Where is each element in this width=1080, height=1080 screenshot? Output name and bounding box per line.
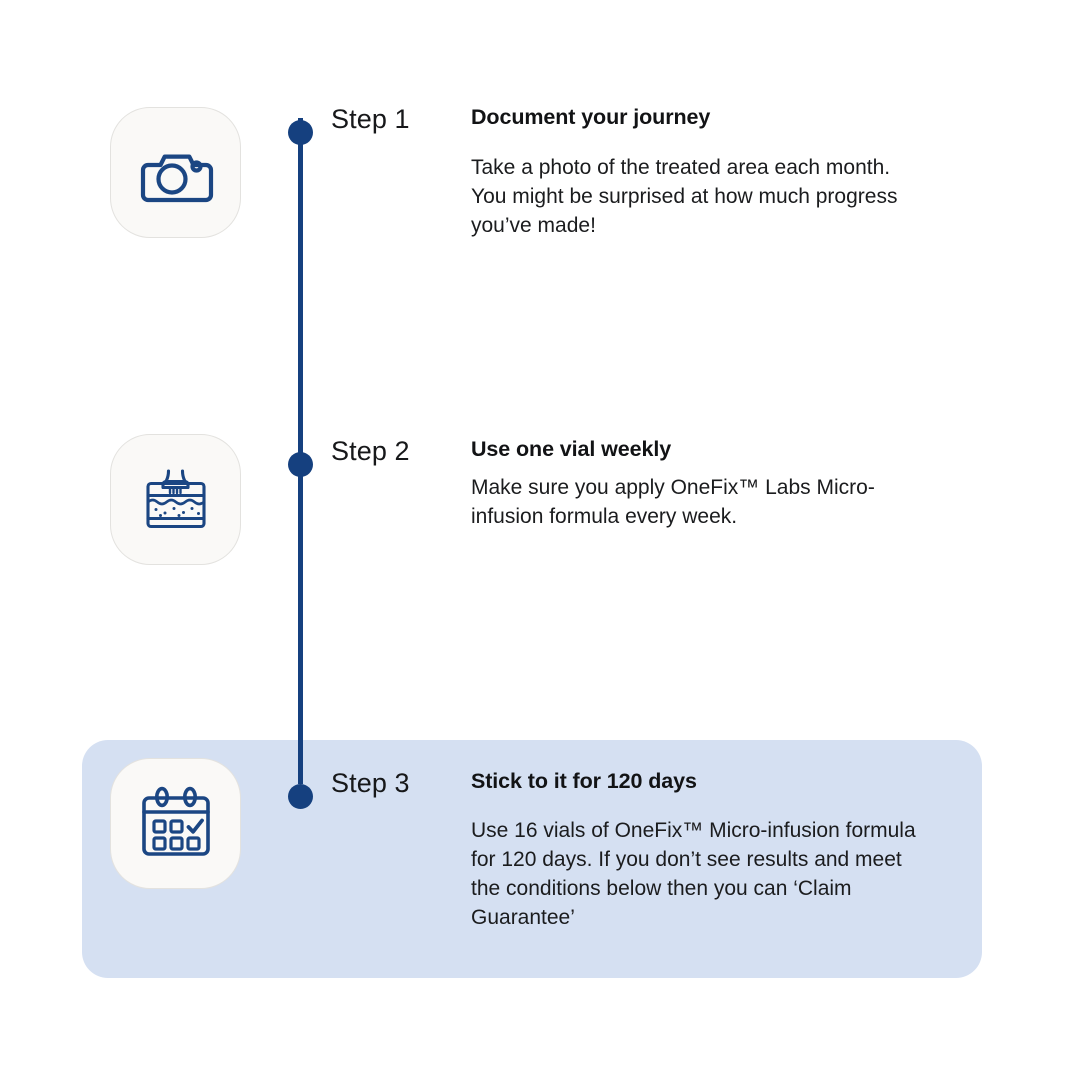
- step-2-icon-tile: [110, 434, 241, 565]
- step-2-title: Use one vial weekly: [471, 437, 672, 461]
- step-3-label: Step 3: [331, 768, 410, 798]
- calendar-check-icon: [136, 784, 216, 864]
- step-2-label: Step 2: [331, 436, 410, 466]
- step-1-body: Take a photo of the treated area each mo…: [471, 155, 898, 237]
- step-2-body: Make sure you apply OneFix™ Labs Micro-i…: [471, 475, 875, 528]
- step-3-icon-tile: [110, 758, 241, 889]
- timeline-dot-1: [287, 120, 313, 145]
- skin-microinfusion-icon: [137, 461, 215, 539]
- step-3-body: Use 16 vials of OneFix™ Micro-infusion f…: [471, 818, 916, 929]
- step-3-title: Stick to it for 120 days: [471, 769, 697, 793]
- step-1-label: Step 1: [331, 104, 410, 134]
- timeline-rail: [297, 118, 303, 784]
- camera-icon: [138, 135, 214, 211]
- timeline-dot-3: [287, 784, 313, 809]
- step-1-title: Document your journey: [471, 105, 711, 129]
- step-3-text-block: Stick to it for 120 days Use 16 vials of…: [471, 768, 921, 933]
- timeline-dot-2: [287, 452, 313, 477]
- step-1-icon-tile: [110, 107, 241, 238]
- step-2-text-block: Use one vial weekly Make sure you apply …: [471, 436, 921, 532]
- step-1-text-block: Document your journey Take a photo of th…: [471, 104, 921, 241]
